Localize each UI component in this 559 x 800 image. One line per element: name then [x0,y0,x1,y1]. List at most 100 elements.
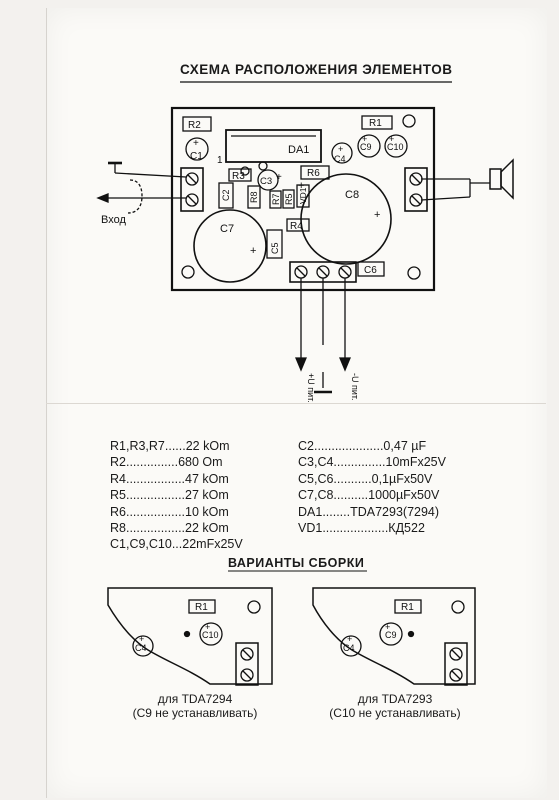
label-c1: C1 [190,151,203,162]
part-entry: R8.................22 kOm [110,521,229,536]
part-entry: R5.................27 kOm [110,488,229,503]
label-c9: C9 [360,142,372,152]
label-da1: DA1 [288,144,309,156]
r8-body [247,185,261,209]
label-vd1: VD1 [298,187,308,204]
mounting-hole [181,265,195,279]
c10-capacitor [384,134,408,158]
label-r6: R6 [307,168,320,179]
parts-list-right: C2....................0,47 µF C3,C4.....… [298,438,446,536]
power-pos-arrow [295,357,307,372]
label-r8: R8 [249,191,259,203]
part-entry: VD1...................КД522 [298,521,425,536]
svg-text:+: + [362,134,367,144]
variant-left-c10-label: C10 [202,630,219,640]
part-entry: C1,C9,C10...22mFx25V [110,537,243,552]
label-c7: C7 [220,223,234,235]
r2-body [182,116,212,132]
variant-left-r1-label: R1 [195,602,208,613]
c5-body [266,229,283,259]
c7-capacitor [193,209,267,283]
variant-left-c10 [199,622,223,646]
label-r2: R2 [188,120,201,131]
c2-body [218,182,234,209]
power-pos-label: +U пит. [306,373,316,403]
variant-right-board [312,587,476,685]
variant-right-caption: для TDA7293 (C10 не устанавливать) [310,692,480,720]
variant-left-caption: для TDA7294 (C9 не устанавливать) [110,692,280,720]
part-entry: C5,C6...........0,1µFx50V [298,471,433,486]
label-c10: C10 [387,142,404,152]
part-entry: R1,R3,R7......22 kOm [110,439,230,453]
variant-right-c4 [340,635,362,657]
part-entry: C3,C4...............10mFx25V [298,455,446,470]
c9-capacitor [357,134,381,158]
svg-text:+: + [338,144,343,154]
variant-right-c9 [379,622,403,646]
svg-text:+: + [276,172,282,183]
via [258,161,268,171]
svg-text:+: + [374,209,380,221]
label-pin1: 1 [217,155,223,166]
output-terminal [404,167,428,212]
screw [185,193,199,207]
part-entry: DA1........TDA7293(7294) [298,504,440,519]
label-r5: R5 [284,193,294,205]
label-c8: C8 [345,189,359,201]
r6-body [300,165,330,180]
label-c4: C4 [334,154,346,164]
variant-right-c9-label: C9 [385,630,397,640]
label-c6: C6 [364,265,377,276]
label-r7: R7 [271,193,281,205]
shield-loop [127,179,143,214]
svg-text:+: + [385,622,390,632]
power-neg-label: -U пит. [350,373,360,401]
input-terminal [180,167,204,212]
part-entry: R6.................10 kOm [110,504,229,519]
svg-text:+: + [250,245,256,257]
c8-capacitor [300,173,392,265]
input-arrow [96,193,109,203]
label-c3: C3 [260,176,272,187]
via [240,166,250,176]
input-label: Вход [101,214,126,226]
svg-text:+: + [193,138,199,149]
r1-body [361,115,393,130]
fold-line [46,403,546,404]
variants-title: ВАРИАНТЫ СБОРКИ [228,556,365,570]
speaker-magnet [489,168,502,190]
part-entry: R4.................47 kOm [110,471,229,486]
mounting-hole [407,266,421,280]
c6-body [357,261,385,277]
c3-capacitor [257,169,279,191]
variant-right-note: (C10 не устанавливать) [329,706,461,720]
label-r4: R4 [290,221,303,232]
speaker-icon [500,158,514,200]
page-title: СХЕМА РАСПОЛОЖЕНИЯ ЭЛЕМЕНТОВ [180,62,453,77]
parts-list-left: R1,R3,R7......22 kOm R2...............68… [110,438,243,553]
label-r3: R3 [232,171,245,182]
svg-text:+: + [139,634,144,644]
screw [185,172,199,186]
mounting-hole [402,114,416,128]
r7-body [269,190,282,209]
svg-text:+: + [347,634,352,644]
svg-text:+: + [205,622,210,632]
variant-left-c4 [132,635,154,657]
da1-chip [225,129,322,163]
variant-left-note: (C9 не устанавливать) [132,706,258,720]
label-c5: C5 [270,242,280,254]
part-entry: C2....................0,47 µF [298,439,427,453]
variant-right-c4-label: C4 [343,643,355,653]
svg-text:+: + [298,180,304,192]
variant-left-chip: для TDA7294 [157,692,233,706]
variant-left-r1 [188,599,216,614]
r4-body [286,218,310,232]
c4-capacitor [331,142,353,164]
part-entry: C7,C8..........1000µFx50V [298,488,440,503]
r5-body [282,189,295,209]
variant-left-c4-label: C4 [135,643,147,653]
r3-body [228,168,252,182]
variant-right-r1 [394,599,422,614]
